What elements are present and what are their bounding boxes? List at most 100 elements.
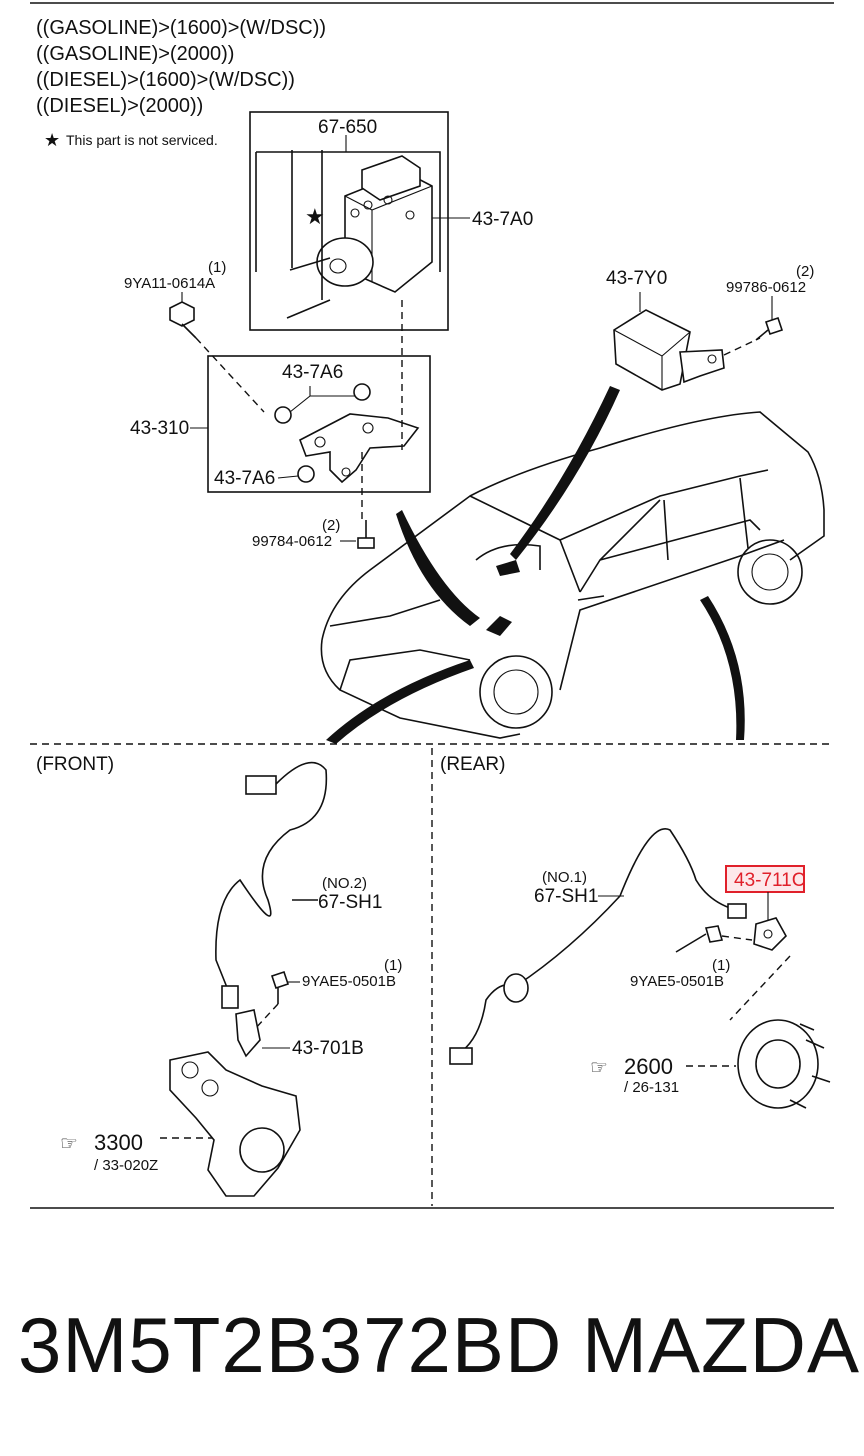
car-headlight (329, 599, 441, 627)
condition-line-3: ((DIESEL)>(1600)>(W/DSC)) (36, 69, 295, 91)
rear-harness-callout: 67-SH1 (534, 886, 598, 907)
car-module-location (496, 560, 520, 576)
rear-section: (REAR) (NO.1) 67-SH1 43-711C (1) 9YAE5-0… (440, 754, 831, 1109)
rear-sensor-highlight[interactable] (725, 865, 805, 893)
bracket-assembly: 43-310 43-7A6 43-7A6 (130, 300, 431, 520)
hcu-port-1 (350, 208, 360, 218)
rear-bolt-head (704, 925, 724, 943)
bush-bottom-leader (277, 475, 299, 479)
control-module: 43-7Y0 (2) 99786-0612 (606, 263, 814, 391)
front-knuckle (169, 1051, 301, 1197)
hcu-top-ports (361, 155, 421, 201)
bracket-box-frame (207, 355, 431, 493)
callout-9YA11-0614A: 9YA11-0614A (124, 275, 215, 292)
pointer-rear-sensor (700, 596, 745, 740)
bolt-left-shank (181, 323, 197, 339)
car-grille (339, 649, 471, 691)
bolt-right-qty: (2) (796, 263, 814, 280)
rear-bolt-qty: (1) (712, 957, 730, 974)
front-bolt-callout: 9YAE5-0501B (302, 973, 396, 990)
bush-left (274, 406, 292, 424)
rear-ref-group: 2600 (624, 1054, 673, 1079)
module-edges (613, 329, 691, 390)
rear-hub-center (755, 1039, 801, 1089)
rear-grommet (503, 973, 529, 1003)
car-sill (559, 539, 785, 691)
hcu-assembly: 67-650 ★ 43-7A0 (249, 111, 533, 331)
pointer-front-sensor (326, 660, 474, 744)
bracket-hole-2 (362, 422, 374, 434)
hcu-box-frame (249, 111, 449, 331)
bolt-bottom: (2) 99784-0612 (252, 517, 375, 550)
bolt-left-head (169, 301, 195, 327)
hcu-port-3 (383, 195, 393, 205)
module-bracket-hole (707, 354, 717, 364)
star-icon-hcu: ★ (305, 204, 325, 229)
bush-top-leader (289, 386, 355, 413)
condition-line-1: ((GASOLINE)>(1600)>(W/DSC)) (36, 17, 326, 39)
bracket-hole-1 (314, 436, 326, 448)
not-serviced-note: This part is not serviced. (66, 132, 218, 148)
bolt-bottom-head (357, 537, 375, 549)
condition-line-4: ((DIESEL)>(2000)) (36, 95, 203, 117)
hcu-stud-leaders (291, 150, 323, 300)
bolt-right-shank (755, 329, 769, 341)
car-front-wheel-outer (479, 655, 553, 729)
rear-sensor-callout[interactable]: 43-711C (734, 870, 805, 891)
condition-line-2: ((GASOLINE)>(2000)) (36, 43, 234, 65)
module-bolt-dash (723, 337, 761, 356)
car-rear-wheel-inner (751, 553, 789, 591)
callout-43-7Y0: 43-7Y0 (606, 268, 667, 289)
car-front-bumper (320, 639, 521, 739)
rear-ref-sub: / 26-131 (624, 1079, 679, 1096)
front-sensor (235, 1009, 261, 1058)
car-roof-and-hood (321, 411, 825, 641)
bolt-left-dash (195, 337, 265, 413)
front-bolt-dash (253, 1003, 279, 1031)
front-ref-sub: / 33-020Z (94, 1157, 158, 1174)
rear-hub-dash (729, 955, 791, 1021)
bolt-bottom-qty: (2) (322, 517, 340, 534)
bush-bottom (297, 465, 315, 483)
front-sensor-callout: 43-701B (292, 1038, 364, 1059)
vehicle-outline (320, 386, 825, 744)
rear-bolt-dash (721, 935, 753, 941)
callout-43-310: 43-310 (130, 418, 189, 439)
bracket-plate (299, 413, 420, 484)
pointer-hcu (396, 510, 480, 626)
callout-99786-0612: 99786-0612 (726, 279, 806, 296)
hcu-studs (286, 257, 331, 319)
pointer-module (510, 386, 620, 560)
rear-plug (449, 1047, 473, 1065)
front-bolt-head (270, 970, 290, 990)
rear-connector (727, 903, 747, 919)
rear-bolt-shank (675, 933, 707, 953)
front-harness-callout: 67-SH1 (318, 892, 382, 913)
car-door-lines (663, 477, 749, 561)
rear-sensor (753, 917, 787, 951)
car-window-line (599, 519, 761, 561)
module-bracket (679, 349, 725, 384)
rear-bolt-callout: 9YAE5-0501B (630, 973, 724, 990)
bolt-left: (1) 9YA11-0614A (124, 259, 265, 413)
car-rear-wheel-outer (737, 539, 803, 605)
hcu-port-4 (405, 210, 415, 220)
bolt-left-qty: (1) (208, 259, 226, 276)
front-knuckle-hole-2 (201, 1079, 219, 1097)
hand-pointer-icon-rear: ☞ (590, 1057, 608, 1079)
car-mirror (475, 543, 541, 570)
rear-hub-flange (737, 1019, 819, 1109)
rear-hub-studs (789, 1023, 831, 1109)
hcu-port-2 (363, 200, 373, 210)
front-ref-group: 3300 (94, 1130, 143, 1155)
car-door-handle (577, 595, 605, 601)
callout-99784-0612: 99784-0612 (252, 533, 332, 550)
rear-harness (457, 828, 731, 1055)
front-bolt-qty: (1) (384, 957, 402, 974)
front-title: (FRONT) (36, 754, 114, 775)
callout-43-7A0: 43-7A0 (472, 209, 533, 230)
front-knuckle-bore (239, 1127, 285, 1173)
bush-top-right (353, 383, 371, 401)
